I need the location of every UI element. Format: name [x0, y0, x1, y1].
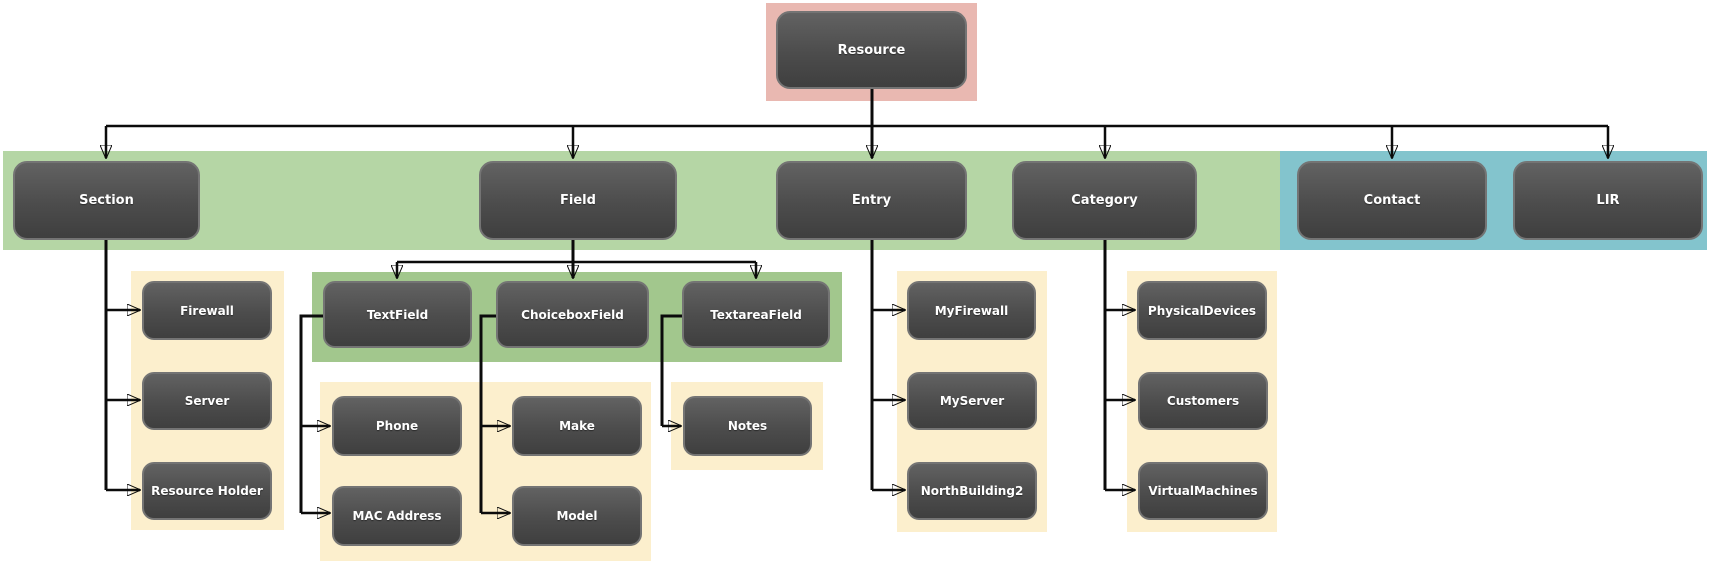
node-mac-address: MAC Address	[332, 486, 462, 546]
node-section: Section	[13, 161, 200, 240]
node-entry: Entry	[776, 161, 967, 240]
node-textareafield: TextareaField	[682, 281, 830, 348]
node-choiceboxfield: ChoiceboxField	[496, 281, 649, 348]
node-notes: Notes	[683, 396, 812, 456]
node-firewall: Firewall	[142, 281, 272, 340]
node-make: Make	[512, 396, 642, 456]
node-physicaldevices: PhysicalDevices	[1137, 281, 1267, 340]
node-category: Category	[1012, 161, 1197, 240]
node-resource: Resource	[776, 11, 967, 89]
node-myfirewall: MyFirewall	[907, 281, 1036, 340]
node-northbuilding2: NorthBuilding2	[907, 462, 1037, 520]
node-textfield: TextField	[323, 281, 472, 348]
node-virtualmachines: VirtualMachines	[1138, 462, 1268, 520]
node-server: Server	[142, 372, 272, 430]
node-customers: Customers	[1138, 372, 1268, 430]
node-myserver: MyServer	[907, 372, 1037, 430]
node-model: Model	[512, 486, 642, 546]
node-lir: LIR	[1513, 161, 1703, 240]
node-contact: Contact	[1297, 161, 1487, 240]
node-resource-holder: Resource Holder	[142, 462, 272, 520]
node-field: Field	[479, 161, 677, 240]
node-phone: Phone	[332, 396, 462, 456]
